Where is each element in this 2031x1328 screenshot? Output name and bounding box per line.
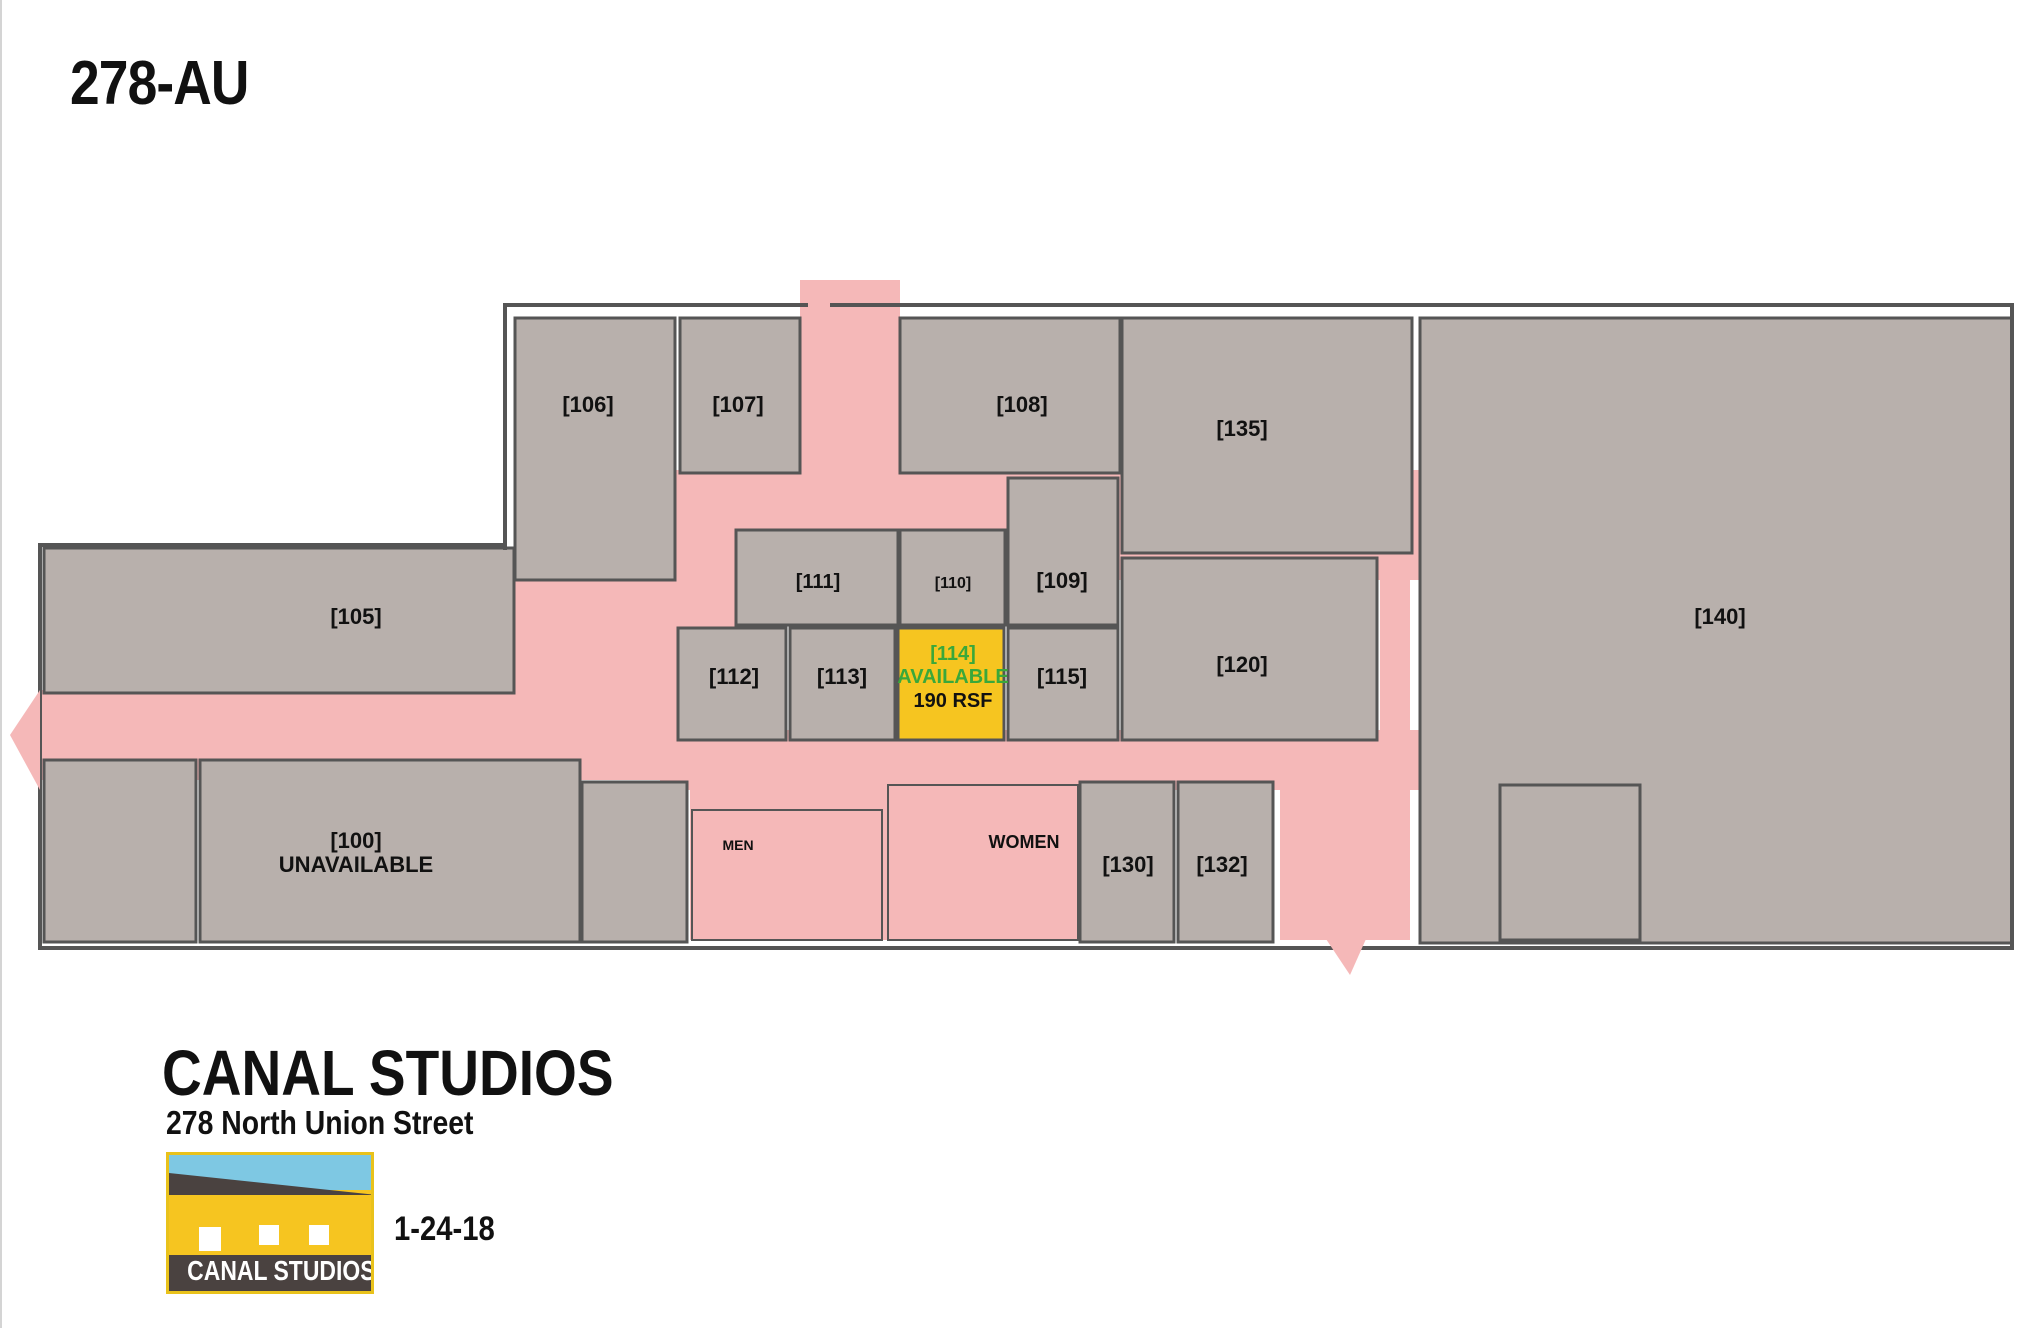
room-109[interactable] bbox=[1006, 476, 1120, 627]
room-100-side bbox=[580, 780, 689, 944]
label-100: [100] bbox=[330, 828, 381, 853]
label-114-status: AVAILABLE bbox=[897, 666, 1008, 688]
logo-building-icon bbox=[169, 1155, 371, 1291]
label-140: [140] bbox=[1694, 604, 1745, 629]
women-restroom[interactable] bbox=[887, 784, 1079, 941]
room-120[interactable] bbox=[1120, 556, 1379, 742]
entrances bbox=[10, 280, 1370, 975]
restrooms bbox=[691, 784, 1079, 941]
room-105[interactable] bbox=[42, 546, 516, 695]
label-115: [115] bbox=[1037, 664, 1087, 689]
label-108: [108] bbox=[996, 392, 1047, 417]
room-135[interactable] bbox=[1120, 316, 1414, 555]
label-114: [114] bbox=[930, 643, 976, 665]
label-110: [110] bbox=[935, 575, 971, 592]
label-120: [120] bbox=[1216, 652, 1267, 677]
label-114-size: 190 RSF bbox=[914, 690, 993, 712]
label-111: [111] bbox=[796, 571, 840, 593]
room-100[interactable] bbox=[198, 758, 582, 944]
outer-walls bbox=[38, 303, 2014, 950]
room-115[interactable] bbox=[1006, 626, 1120, 742]
label-105: [105] bbox=[330, 604, 381, 629]
label-100-status: UNAVAILABLE bbox=[279, 852, 433, 877]
room-100-annex bbox=[42, 758, 198, 944]
label-112: [112] bbox=[709, 664, 759, 689]
room-113[interactable] bbox=[788, 626, 897, 742]
room-110[interactable] bbox=[898, 528, 1007, 627]
canal-studios-logo: CANAL STUDIOS bbox=[166, 1152, 374, 1294]
room-111[interactable] bbox=[734, 528, 900, 627]
room-112[interactable] bbox=[676, 626, 788, 742]
label-130: [130] bbox=[1102, 852, 1153, 877]
rooms bbox=[42, 316, 2014, 945]
plan-date: 1-24-18 bbox=[394, 1210, 495, 1248]
men-restroom[interactable] bbox=[691, 809, 883, 941]
plan-code: 278-AU bbox=[70, 49, 249, 118]
logo-text: CANAL STUDIOS bbox=[187, 1255, 374, 1286]
room-labels: [106] [107] [108] [135] [140] [105] [111… bbox=[279, 392, 1746, 877]
label-107: [107] bbox=[712, 392, 763, 417]
label-109: [109] bbox=[1036, 568, 1087, 593]
label-132: [132] bbox=[1196, 852, 1247, 877]
room-114[interactable] bbox=[896, 626, 1006, 742]
label-women: WOMEN bbox=[989, 832, 1060, 852]
room-132[interactable] bbox=[1176, 780, 1275, 944]
label-men: MEN bbox=[722, 837, 753, 853]
room-107[interactable] bbox=[678, 316, 802, 475]
room-140-annex bbox=[1498, 783, 1642, 942]
room-130[interactable] bbox=[1078, 780, 1176, 944]
label-106: [106] bbox=[562, 392, 613, 417]
label-113: [113] bbox=[817, 664, 867, 689]
room-106[interactable] bbox=[513, 316, 677, 582]
brand-title: CANAL STUDIOS bbox=[162, 1037, 614, 1109]
room-108[interactable] bbox=[898, 316, 1122, 475]
brand-address: 278 North Union Street bbox=[166, 1104, 474, 1141]
label-135: [135] bbox=[1216, 416, 1267, 441]
